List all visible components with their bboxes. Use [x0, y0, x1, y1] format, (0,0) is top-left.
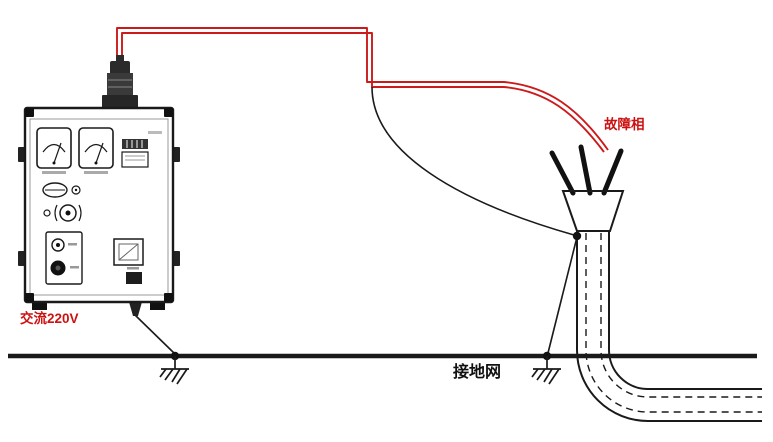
instrument-case	[23, 106, 175, 304]
cable-edge-inner	[608, 231, 762, 390]
cable-edge-outer	[576, 231, 762, 422]
corner-cap	[25, 293, 34, 302]
conductor-left	[549, 150, 576, 196]
corner-cap	[25, 108, 34, 117]
corner-cap	[164, 293, 173, 302]
output-module	[113, 238, 144, 266]
red-lead-inner	[121, 32, 605, 153]
case-clamp	[173, 147, 180, 162]
instrument-foot-right	[150, 302, 165, 310]
inlet-label-dash	[127, 267, 139, 270]
earth-symbol-left	[159, 356, 189, 385]
fuse-holder	[42, 182, 81, 198]
junction-dot-sheath	[572, 231, 582, 241]
earth-lead-instrument	[134, 314, 175, 354]
case-clamp	[18, 147, 25, 162]
conductor-right	[601, 148, 624, 196]
case-clamp	[173, 251, 180, 266]
terminal-block	[121, 131, 162, 168]
power-cord-plug	[129, 302, 142, 316]
label-ac-power: 交流220V	[20, 310, 79, 326]
hv-bushing	[102, 55, 138, 108]
label-ground-net: 接地网	[453, 362, 501, 381]
power-inlet	[126, 272, 142, 284]
junction-dot-instrument-earth	[170, 351, 180, 361]
label-fault-phase: 故障相	[604, 116, 645, 132]
junction-dot-cable-earth	[542, 351, 552, 361]
case-clamp	[18, 251, 25, 266]
cable-core-dashed-2	[585, 233, 762, 413]
indicator-lamp	[51, 238, 65, 252]
ground-return-lead	[371, 86, 575, 236]
panel-meter-right	[78, 127, 114, 174]
indicator-panel	[45, 231, 83, 285]
rotary-knob	[43, 204, 82, 222]
test-instrument	[18, 55, 180, 316]
front-panel	[29, 118, 169, 296]
instrument-foot-left	[32, 302, 47, 310]
hv-test-lead-red	[116, 27, 609, 153]
corner-cap	[164, 108, 173, 117]
cable-termination-bell	[561, 190, 625, 232]
conductor-middle	[578, 144, 593, 196]
earth-symbol-right	[531, 356, 561, 385]
cable-core-dashed-1	[600, 233, 762, 398]
red-lead-outer	[116, 27, 609, 151]
earth-lead-cable	[547, 236, 578, 354]
cable-conductors	[549, 144, 624, 196]
panel-meter-left	[36, 127, 72, 174]
underground-cable	[576, 231, 762, 422]
